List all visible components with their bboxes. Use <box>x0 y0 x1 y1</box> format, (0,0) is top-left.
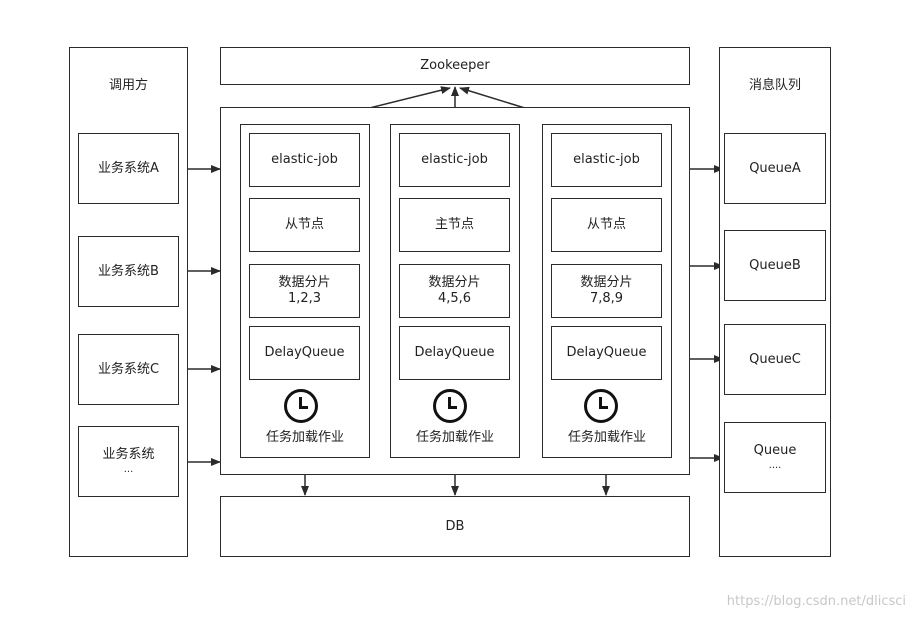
queue-etc: Queue .... <box>724 422 826 493</box>
queue-a: QueueA <box>724 133 826 204</box>
business-system-b-label: 业务系统B <box>98 263 159 279</box>
zookeeper-box: Zookeeper <box>220 47 690 85</box>
node-2-role: 主节点 <box>399 198 510 252</box>
clock-icon <box>284 389 318 423</box>
business-system-c-label: 业务系统C <box>97 361 160 377</box>
queue-c-label: QueueC <box>749 351 801 367</box>
node-1-shard-ids: 1,2,3 <box>287 291 322 306</box>
business-system-etc-ellipsis: ... <box>123 463 134 475</box>
zookeeper-label: Zookeeper <box>420 58 490 73</box>
node-2-task-label: 任务加载作业 <box>415 430 494 445</box>
queue-b-label: QueueB <box>749 257 801 273</box>
db-box: DB <box>220 496 690 557</box>
node-1-shard-title: 数据分片 <box>278 275 331 290</box>
node-3-elastic-job-label: elastic-job <box>573 152 640 167</box>
node-2-shard: 数据分片 4,5,6 <box>399 264 510 318</box>
node-3-shard-ids: 7,8,9 <box>589 291 624 306</box>
node-3-elastic-job: elastic-job <box>551 133 662 187</box>
node-1-role-label: 从节点 <box>284 217 324 232</box>
business-system-a: 业务系统A <box>78 133 179 204</box>
db-label: DB <box>445 518 465 534</box>
node-3-delayqueue-label: DelayQueue <box>566 345 647 360</box>
node-3-role: 从节点 <box>551 198 662 252</box>
node-1-elastic-job: elastic-job <box>249 133 360 187</box>
node-3-shard-title: 数据分片 <box>580 275 633 290</box>
business-system-etc: 业务系统 ... <box>78 426 179 497</box>
node-3-task-label: 任务加载作业 <box>567 430 646 445</box>
business-system-b: 业务系统B <box>78 236 179 307</box>
node-3-delayqueue: DelayQueue <box>551 326 662 380</box>
queue-etc-label: Queue <box>753 442 797 458</box>
node-1-task-label: 任务加载作业 <box>265 430 344 445</box>
queue-b: QueueB <box>724 230 826 301</box>
business-system-etc-label: 业务系统 <box>102 446 155 462</box>
queue-etc-ellipsis: .... <box>768 459 782 471</box>
node-3-shard: 数据分片 7,8,9 <box>551 264 662 318</box>
node-2-role-label: 主节点 <box>434 217 474 232</box>
business-system-c: 业务系统C <box>78 334 179 405</box>
queue-c: QueueC <box>724 324 826 395</box>
node-2-shard-title: 数据分片 <box>428 275 481 290</box>
node-1-role: 从节点 <box>249 198 360 252</box>
node-2-delayqueue-label: DelayQueue <box>414 345 495 360</box>
business-system-a-label: 业务系统A <box>98 160 159 176</box>
node-1-delayqueue-label: DelayQueue <box>264 345 345 360</box>
mq-title: 消息队列 <box>748 78 801 93</box>
node-2-shard-ids: 4,5,6 <box>437 291 472 306</box>
watermark-text: https://blog.csdn.net/dlicsci <box>726 594 906 609</box>
node-1-shard: 数据分片 1,2,3 <box>249 264 360 318</box>
caller-title: 调用方 <box>108 78 148 93</box>
clock-icon <box>584 389 618 423</box>
node-2-elastic-job-label: elastic-job <box>421 152 488 167</box>
queue-a-label: QueueA <box>749 160 801 176</box>
node-2-elastic-job: elastic-job <box>399 133 510 187</box>
node-1-delayqueue: DelayQueue <box>249 326 360 380</box>
node-1-elastic-job-label: elastic-job <box>271 152 338 167</box>
node-3-role-label: 从节点 <box>586 217 626 232</box>
clock-icon <box>433 389 467 423</box>
node-2-delayqueue: DelayQueue <box>399 326 510 380</box>
